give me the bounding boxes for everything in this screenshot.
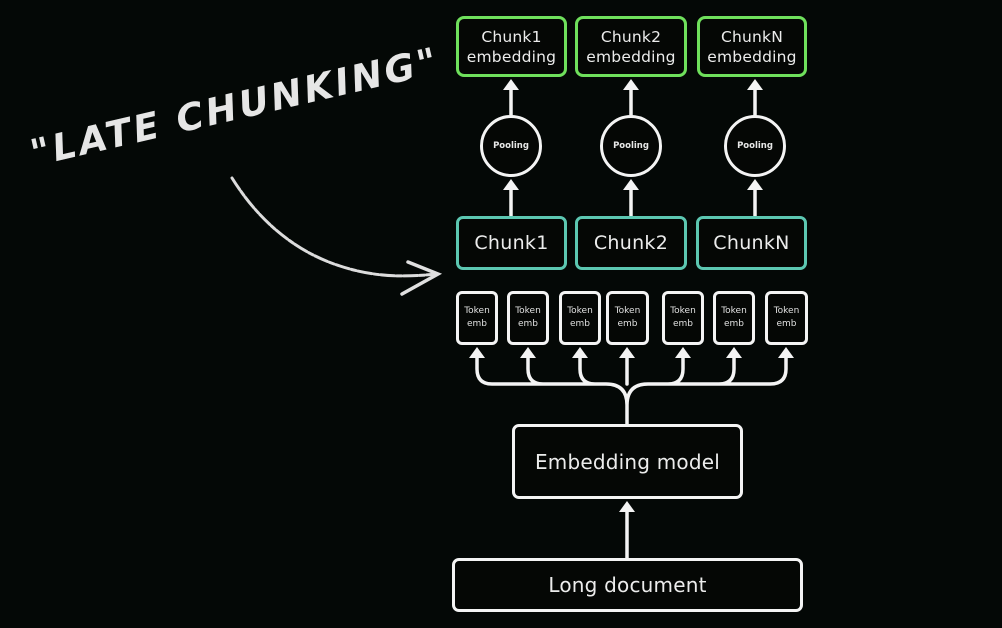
token-embedding-box: Token emb xyxy=(662,291,704,345)
arrowhead-icon xyxy=(572,347,588,358)
chunk-embedding-sublabel: embedding xyxy=(466,47,557,66)
hand-drawn-arrow xyxy=(230,176,438,278)
token-label: Token xyxy=(721,306,747,316)
chunk2-box: Chunk2 xyxy=(575,216,687,270)
token-sublabel: emb xyxy=(466,319,488,329)
token-label: Token xyxy=(464,306,490,316)
token-embedding-box: Token emb xyxy=(507,291,549,345)
arrowhead-icon xyxy=(619,501,635,512)
token-label: Token xyxy=(567,306,593,316)
token-sublabel: emb xyxy=(517,319,539,329)
token-sublabel: emb xyxy=(672,319,694,329)
token-sublabel: emb xyxy=(617,319,638,329)
embedding-model-box: Embedding model xyxy=(512,424,743,499)
pooling-label: Pooling xyxy=(737,141,773,151)
long-document-label: Long document xyxy=(548,573,707,597)
arrowhead-icon xyxy=(623,79,639,90)
token-embedding-box: Token emb xyxy=(606,291,649,345)
chunk-label: Chunk1 xyxy=(474,232,549,254)
arrowhead-icon xyxy=(469,347,485,358)
arrowhead-icon xyxy=(520,347,536,358)
token-label: Token xyxy=(773,306,800,316)
token-embedding-box: Token emb xyxy=(713,291,755,345)
chunk-embedding-sublabel: embedding xyxy=(586,47,676,66)
chunk-embedding-sublabel: embedding xyxy=(707,47,797,66)
chunk-label: Chunk2 xyxy=(593,232,669,254)
branch-connector xyxy=(475,354,788,426)
token-label: Token xyxy=(515,306,541,316)
chunk-embedding-label: Chunk1 xyxy=(481,27,542,46)
chunk1-box: Chunk1 xyxy=(456,216,567,270)
pooling-node-N: Pooling xyxy=(724,115,786,177)
arrowhead-icon xyxy=(778,347,794,358)
token-embedding-box: Token emb xyxy=(456,291,498,345)
chunk-label: ChunkN xyxy=(713,232,790,254)
embedding-model-label: Embedding model xyxy=(534,449,721,474)
token-label: Token xyxy=(614,306,641,316)
arrowhead-icon xyxy=(726,347,742,358)
arrowhead-icon xyxy=(503,79,519,90)
pooling-label: Pooling xyxy=(613,141,649,151)
chunkN-box: ChunkN xyxy=(696,216,807,270)
hand-drawn-arrowhead-icon xyxy=(400,260,443,296)
arrowhead-icon xyxy=(747,179,763,190)
token-sublabel: emb xyxy=(723,319,745,329)
arrowhead-icon xyxy=(623,179,639,190)
token-embedding-box: Token emb xyxy=(559,291,601,345)
chunk-embedding-label: ChunkN xyxy=(720,27,784,46)
pooling-label: Pooling xyxy=(493,141,529,151)
arrowhead-icon xyxy=(747,79,763,90)
arrowhead-icon xyxy=(503,179,519,190)
chunk-embedding-label: Chunk2 xyxy=(600,27,662,46)
long-document-box: Long document xyxy=(452,558,803,612)
pooling-node-2: Pooling xyxy=(600,115,662,177)
chunk2-embedding-box: Chunk2 embedding xyxy=(575,16,687,77)
chunkN-embedding-box: ChunkN embedding xyxy=(697,16,807,77)
token-embedding-box: Token emb xyxy=(765,291,808,345)
arrowhead-icon xyxy=(619,347,635,358)
pooling-node-1: Pooling xyxy=(480,115,542,177)
token-label: Token xyxy=(670,306,696,316)
arrowhead-icon xyxy=(675,347,691,358)
chunk1-embedding-box: Chunk1 embedding xyxy=(456,16,567,77)
token-sublabel: emb xyxy=(776,319,797,329)
token-sublabel: emb xyxy=(569,319,591,329)
